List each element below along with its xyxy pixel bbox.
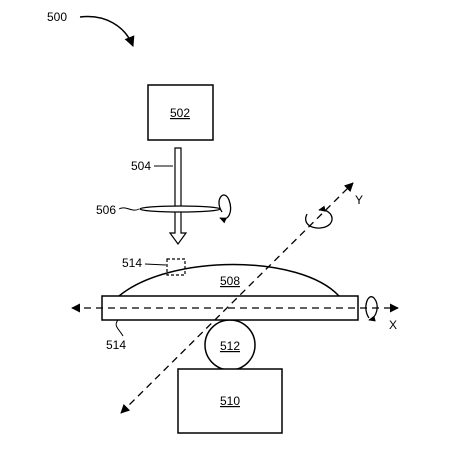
ball-label: 512 [220, 339, 240, 353]
y-axis [120, 182, 354, 414]
plate-label: 514 [106, 338, 126, 352]
lens-label: 506 [96, 203, 116, 217]
lens [139, 205, 221, 213]
source-box [147, 84, 214, 141]
beam-label: 504 [131, 159, 151, 173]
marker-leader [144, 263, 167, 266]
beam-arrow [168, 147, 188, 246]
x-axis-label: X [389, 318, 397, 332]
y-rotation-icon [305, 205, 333, 229]
base-box-label: 510 [220, 394, 240, 408]
plate-leader [115, 319, 124, 337]
y-axis-label: Y [355, 193, 363, 207]
x-rotation-icon [365, 296, 378, 322]
marker-label: 514 [122, 256, 142, 270]
figure-arrow [79, 15, 135, 47]
figure-number: 500 [47, 10, 67, 24]
lens-rotation-icon [218, 194, 232, 224]
lens-leader [118, 207, 140, 211]
source-box-label: 502 [170, 106, 190, 120]
dome-label: 508 [220, 274, 240, 288]
